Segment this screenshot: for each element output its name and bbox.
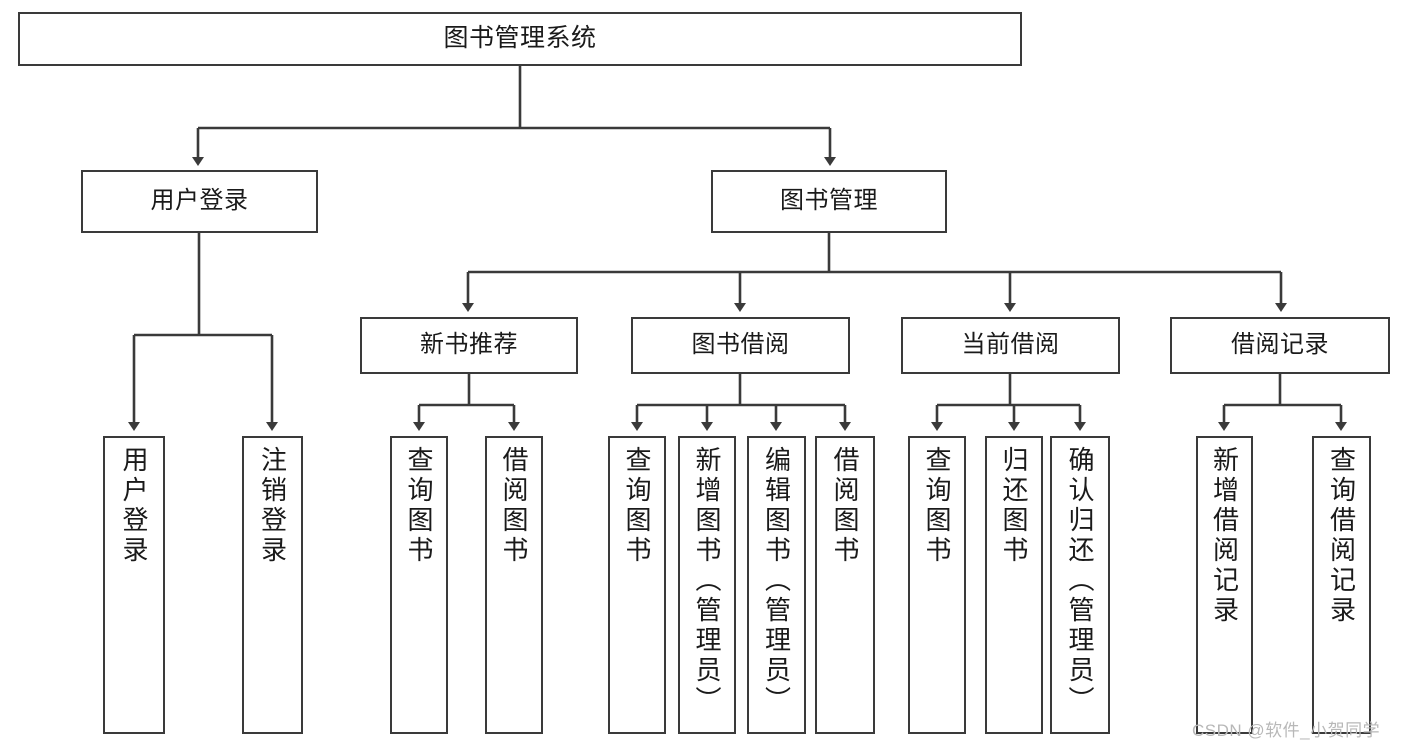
node-book-borrow[interactable]: 图书借阅 <box>631 317 850 374</box>
node-leaf-logout-label: 注销登录 <box>257 446 288 566</box>
node-leaf-user-login-label: 用户登录 <box>119 446 149 566</box>
node-user-login[interactable]: 用户登录 <box>81 170 318 233</box>
node-leaf-add-book[interactable]: 新增图书（管理员） <box>678 436 736 734</box>
node-leaf-query-book-1-label: 查询图书 <box>404 446 434 566</box>
node-leaf-return-book[interactable]: 归还图书 <box>985 436 1043 734</box>
node-leaf-add-record[interactable]: 新增借阅记录 <box>1196 436 1253 734</box>
node-leaf-query-book-3[interactable]: 查询图书 <box>908 436 966 734</box>
node-root[interactable]: 图书管理系统 <box>18 12 1022 66</box>
node-user-login-label: 用户登录 <box>150 187 249 215</box>
node-leaf-user-login[interactable]: 用户登录 <box>103 436 165 734</box>
node-leaf-add-record-label: 新增借阅记录 <box>1209 446 1240 626</box>
node-leaf-query-book-2-label: 查询图书 <box>622 446 652 566</box>
node-borrow-record-label: 借阅记录 <box>1231 331 1329 359</box>
node-current-borrow[interactable]: 当前借阅 <box>901 317 1120 374</box>
node-leaf-query-book-2[interactable]: 查询图书 <box>608 436 666 734</box>
node-new-book-rec[interactable]: 新书推荐 <box>360 317 578 374</box>
node-current-borrow-label: 当前借阅 <box>961 331 1060 359</box>
node-book-borrow-label: 图书借阅 <box>691 331 790 359</box>
node-leaf-borrow-book-2[interactable]: 借阅图书 <box>815 436 875 734</box>
node-leaf-query-book-1[interactable]: 查询图书 <box>390 436 448 734</box>
node-leaf-query-book-3-label: 查询图书 <box>922 446 952 566</box>
node-leaf-borrow-book-1[interactable]: 借阅图书 <box>485 436 543 734</box>
node-leaf-query-record[interactable]: 查询借阅记录 <box>1312 436 1371 734</box>
node-book-manage[interactable]: 图书管理 <box>711 170 947 233</box>
node-borrow-record[interactable]: 借阅记录 <box>1170 317 1390 374</box>
node-leaf-query-record-label: 查询借阅记录 <box>1326 446 1357 626</box>
node-leaf-logout[interactable]: 注销登录 <box>242 436 303 734</box>
node-leaf-edit-book[interactable]: 编辑图书（管理员） <box>747 436 806 734</box>
node-leaf-confirm-return[interactable]: 确认归还（管理员） <box>1050 436 1110 734</box>
node-book-manage-label: 图书管理 <box>780 187 878 215</box>
node-leaf-borrow-book-2-label: 借阅图书 <box>830 446 860 566</box>
watermark-text: CSDN @软件_小贺同学 <box>1192 721 1381 740</box>
node-leaf-add-book-label: 新增图书（管理员） <box>692 446 722 716</box>
node-leaf-edit-book-label: 编辑图书（管理员） <box>761 446 792 716</box>
node-leaf-confirm-return-label: 确认归还（管理员） <box>1065 446 1095 716</box>
node-leaf-return-book-label: 归还图书 <box>999 446 1029 566</box>
node-new-book-rec-label: 新书推荐 <box>420 331 518 359</box>
node-root-label: 图书管理系统 <box>443 24 597 53</box>
node-leaf-borrow-book-1-label: 借阅图书 <box>499 446 529 566</box>
